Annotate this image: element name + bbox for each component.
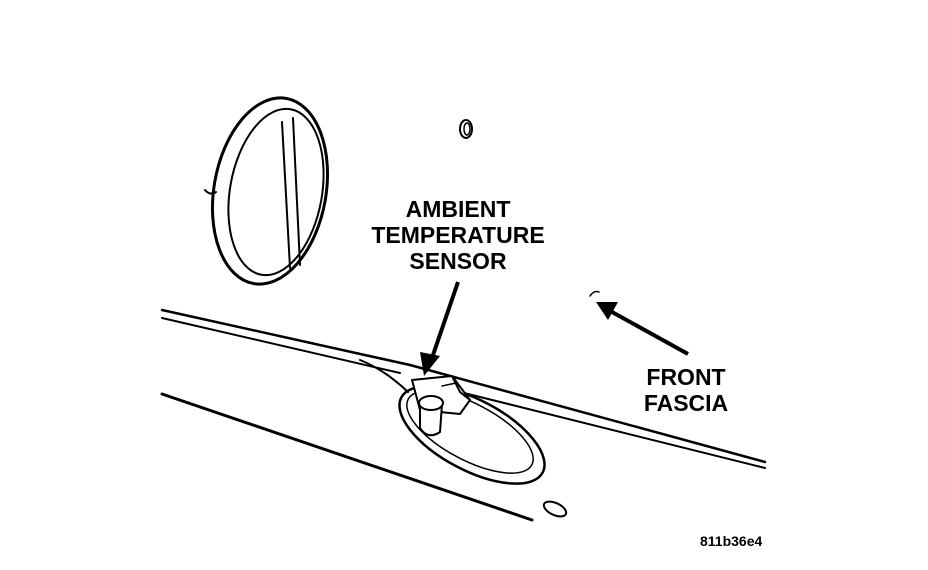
fascia-label-line-2: FASCIA (643, 390, 729, 416)
sensor-label-line-3: SENSOR (409, 248, 507, 274)
fog-lamp-opening (204, 96, 330, 286)
fascia-lower-edge (160, 392, 534, 522)
sensor-recess (398, 385, 546, 485)
fascia-label-line-1: FRONT (646, 364, 726, 390)
fascia-surface-mark (589, 290, 600, 297)
figure-code: 811b36e4 (700, 533, 763, 549)
sensor-label-line-1: AMBIENT (405, 196, 511, 222)
mounting-hole-lower (542, 500, 568, 518)
sensor-callout-label: AMBIENT TEMPERATURE SENSOR (358, 196, 558, 274)
sensor-body (411, 375, 471, 437)
mounting-hole-upper (459, 119, 473, 139)
sensor-label-line-2: TEMPERATURE (371, 222, 545, 248)
fascia-callout-label: FRONT FASCIA (616, 364, 756, 416)
sensor-leader-arrow (420, 281, 460, 376)
fascia-upper-edge (160, 308, 767, 469)
fascia-leader-arrow (596, 302, 689, 356)
